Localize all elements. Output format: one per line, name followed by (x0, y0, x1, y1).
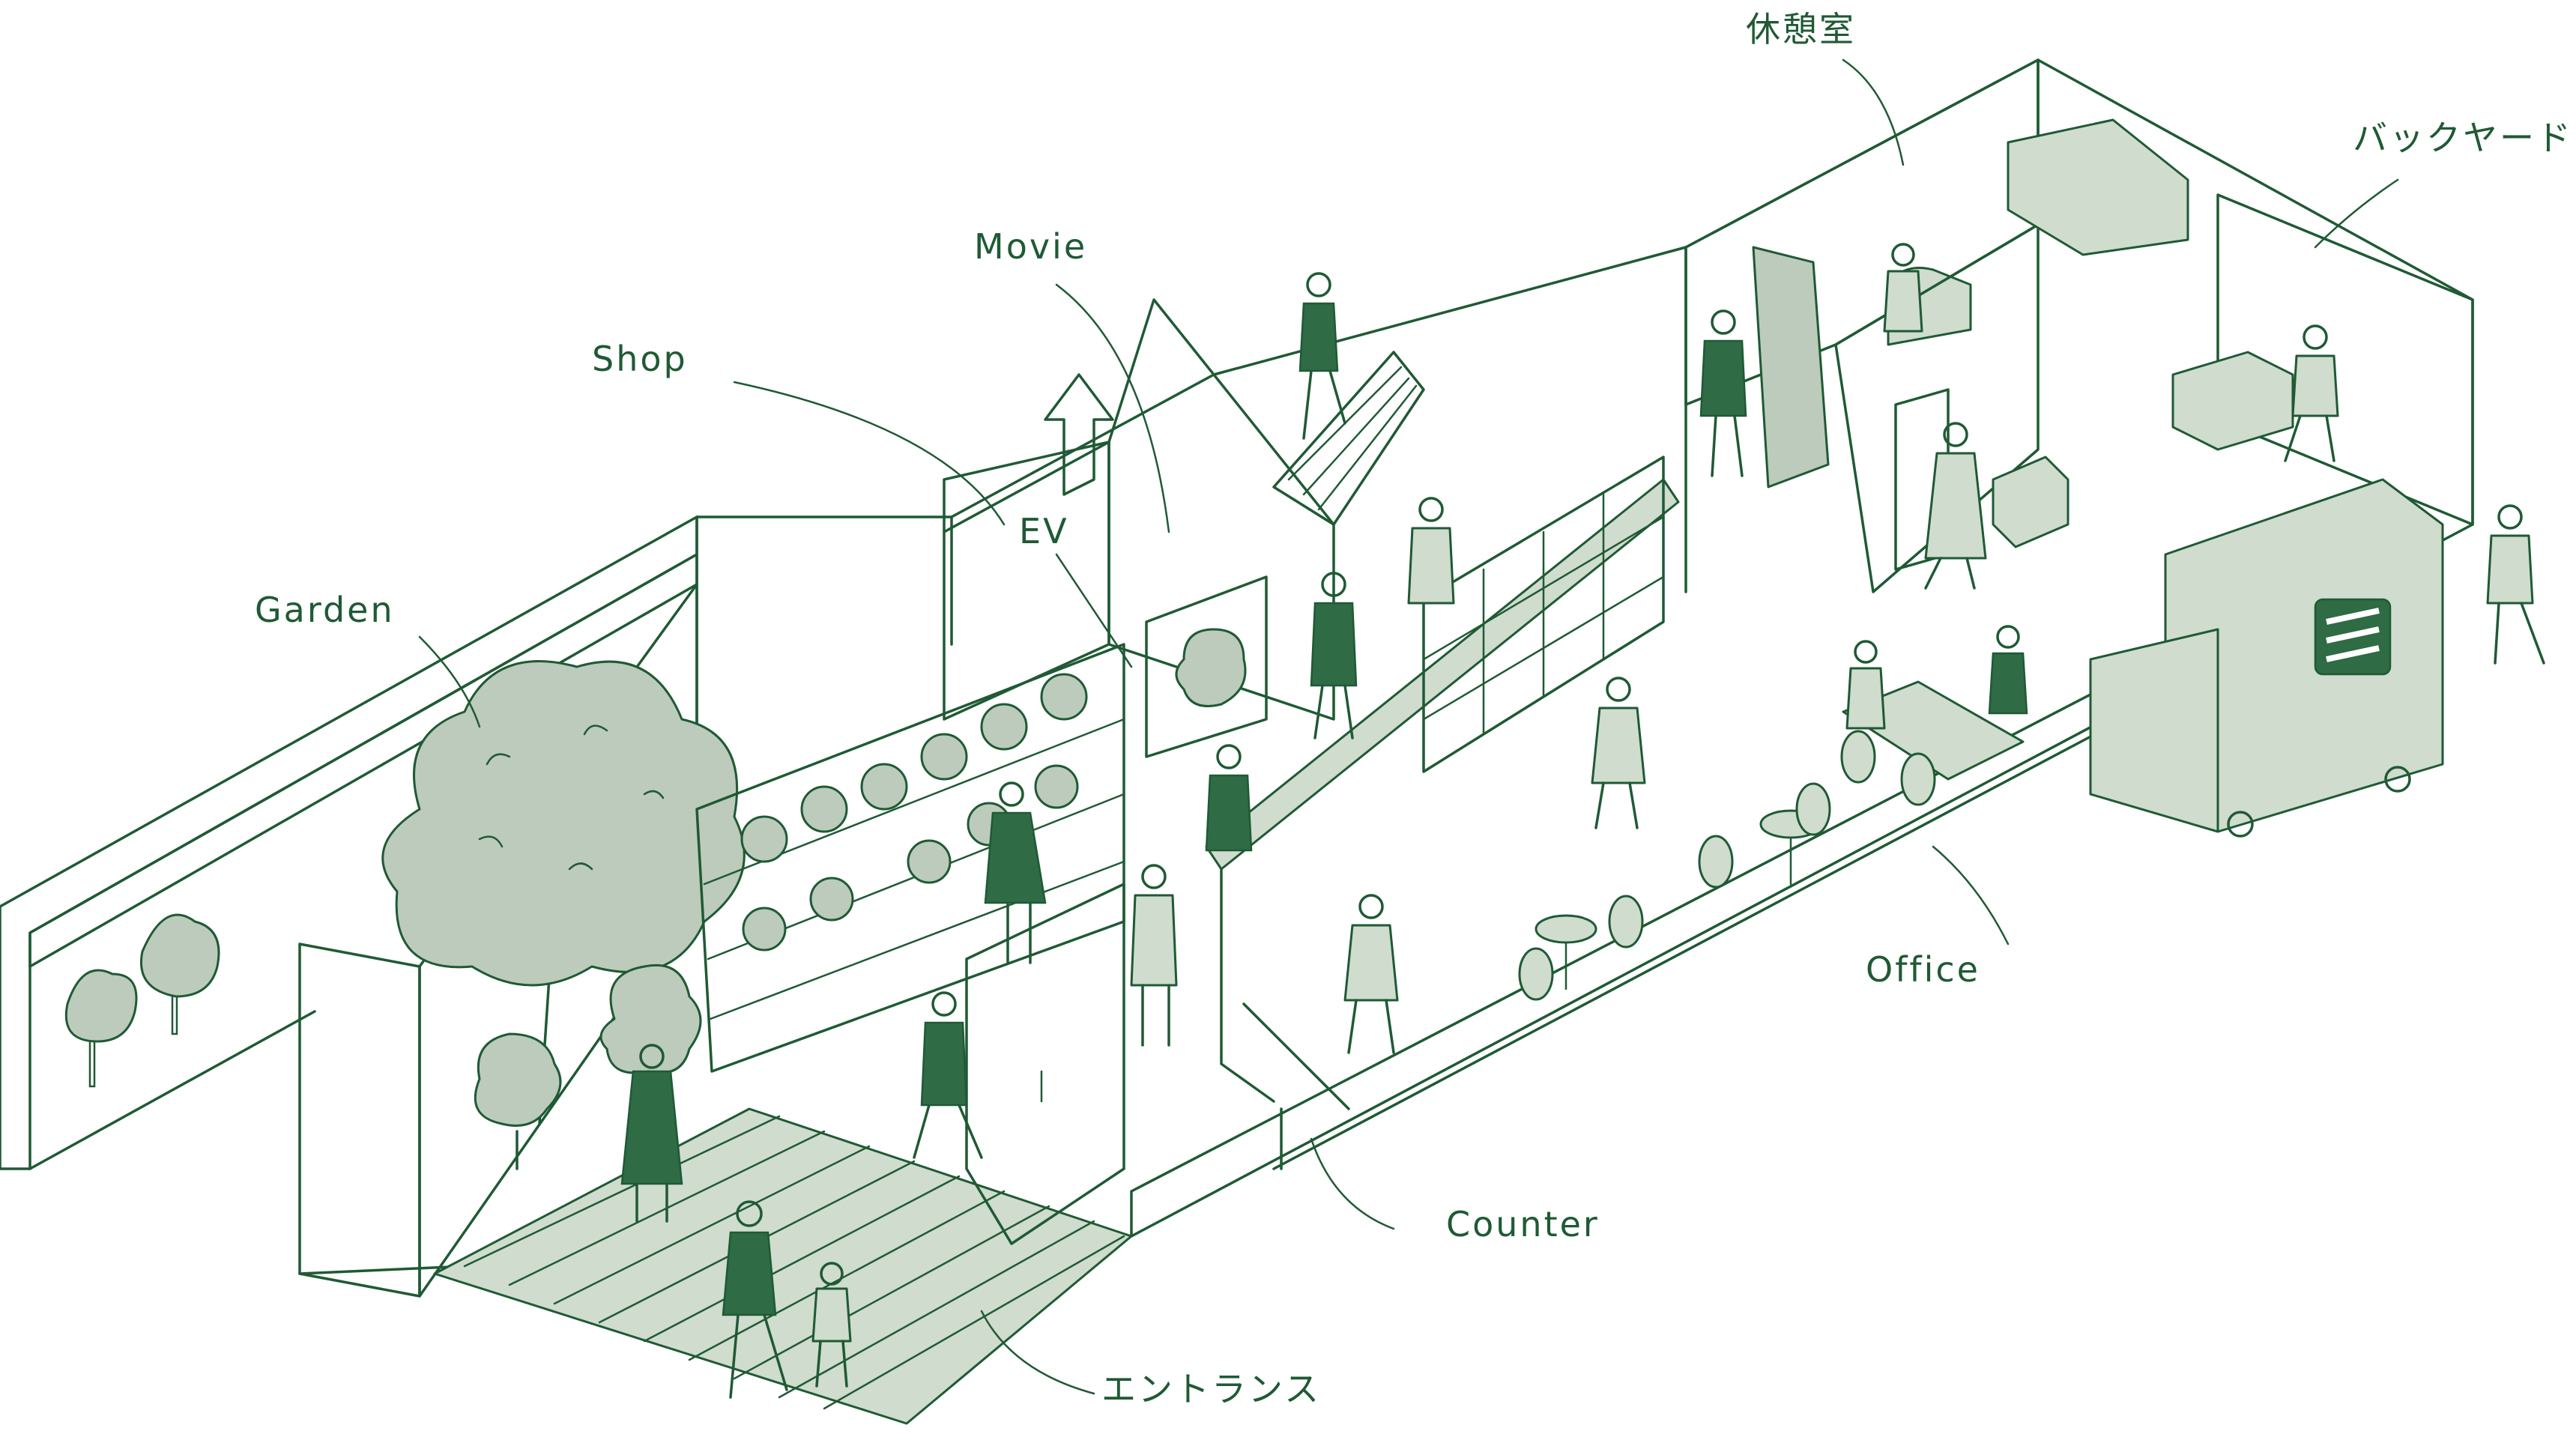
tree-icon (381, 660, 746, 1125)
label-backyard: バックヤード (2353, 118, 2573, 158)
person (1343, 894, 1399, 1054)
logo-icon (2314, 598, 2392, 676)
room-labels: Garden Shop Movie EV 休憩室 バックヤード Office C… (255, 9, 2573, 1409)
person (1407, 497, 1455, 605)
tree-icon (474, 1032, 562, 1170)
garden-area (64, 515, 746, 1298)
label-garden: Garden (255, 590, 395, 630)
rest-room (1684, 58, 2040, 488)
label-office: Office (1866, 949, 1980, 990)
counter (1205, 478, 1680, 1170)
person (1699, 309, 1747, 477)
entrance-deck (433, 883, 1133, 1425)
elevator-block (943, 298, 1335, 758)
person (722, 1200, 788, 1399)
person (1130, 864, 1178, 1047)
person (1310, 572, 1358, 739)
label-entrance: エントランス (1101, 1369, 1321, 1409)
tree-icon (140, 913, 220, 1035)
person (1845, 640, 1886, 730)
plant-icon (740, 673, 1088, 952)
person (1883, 243, 1923, 333)
office-furniture (1518, 680, 2025, 1001)
label-shop: Shop (592, 339, 688, 379)
stairs (1272, 351, 1425, 526)
leader-lines (418, 58, 2399, 1395)
label-movie: Movie (974, 226, 1087, 267)
label-ev: EV (1019, 511, 1069, 551)
person (1205, 744, 1253, 852)
person (811, 1262, 852, 1388)
person (984, 781, 1047, 964)
person (1591, 677, 1646, 829)
person (1988, 625, 2028, 715)
people (620, 243, 2545, 1399)
label-counter: Counter (1446, 1204, 1600, 1244)
up-arrow-icon (1044, 373, 1114, 496)
person (2284, 324, 2339, 462)
movie-screen (1145, 575, 1268, 758)
shop-shelving (695, 643, 1125, 1073)
person (1298, 272, 1346, 440)
wall-shelves (1422, 456, 1665, 773)
tree-icon (64, 969, 138, 1088)
person (620, 1044, 683, 1223)
backyard (1992, 118, 2474, 838)
label-rest-room: 休憩室 (1746, 9, 1856, 49)
person (2486, 504, 2545, 665)
person (913, 991, 983, 1159)
truck (2089, 478, 2444, 838)
person (1924, 422, 1987, 590)
